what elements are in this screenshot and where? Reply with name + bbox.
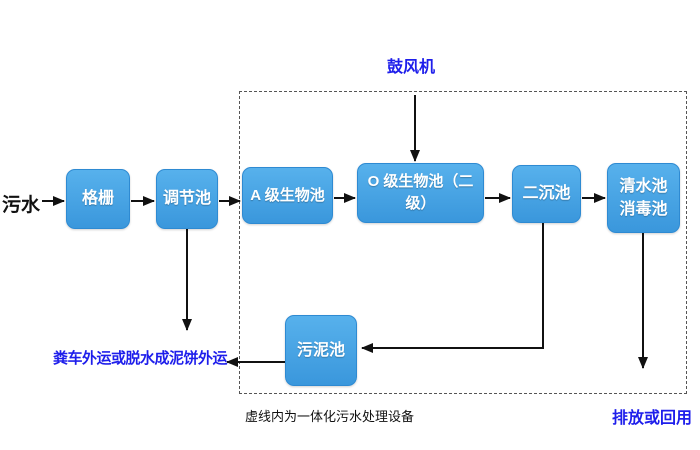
node-screen: 格栅 — [66, 169, 130, 229]
node-o-bio-tank-label: O 级生物池（二级） — [367, 173, 474, 212]
node-secondary-sedimentation-tank-label: 二沉池 — [522, 185, 571, 203]
dashed-box-caption: 虚线内为一体化污水处理设备 — [245, 409, 415, 424]
influent-label: 污水 — [2, 195, 41, 216]
blower-label: 鼓风机 — [387, 59, 436, 76]
node-regulating-tank: 调节池 — [156, 169, 218, 229]
node-clear-water-tank-label-line1: 清水池 — [619, 177, 668, 195]
node-a-bio-tank: A 级生物池 — [242, 167, 333, 224]
node-clear-water-tank-label-line2: 消毒池 — [619, 201, 668, 218]
node-screen-label: 格栅 — [81, 190, 114, 208]
node-secondary-sedimentation-tank: 二沉池 — [512, 165, 581, 223]
node-a-bio-tank-label: A 级生物池 — [250, 186, 325, 204]
integrated-equipment-dashed-boundary — [239, 91, 687, 394]
node-o-bio-tank: O 级生物池（二级） — [357, 163, 484, 223]
sludge-disposal-label: 粪车外运或脱水成泥饼外运 — [53, 350, 228, 367]
node-clear-water-disinfection-tank: 清水池 消毒池 — [607, 163, 680, 233]
node-sludge-tank: 污泥池 — [285, 315, 357, 386]
effluent-label: 排放或回用 — [612, 410, 693, 427]
node-regulating-tank-label: 调节池 — [162, 190, 211, 208]
node-sludge-tank-label: 污泥池 — [296, 341, 345, 359]
